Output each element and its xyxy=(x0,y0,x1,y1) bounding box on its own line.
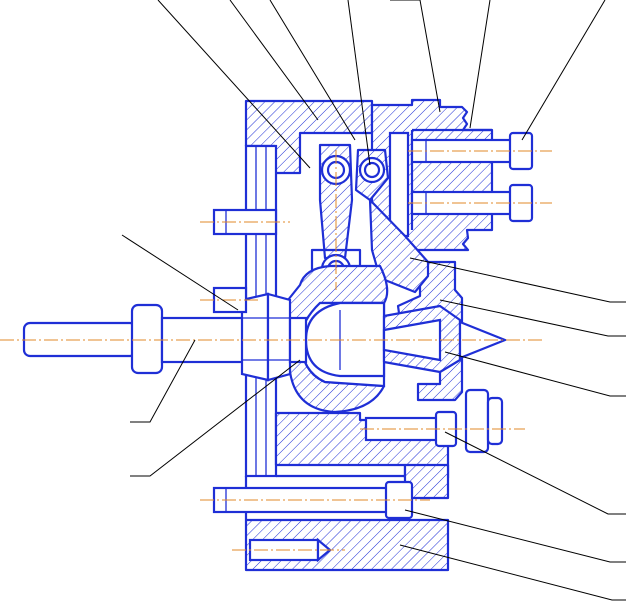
clamp-jaw xyxy=(368,198,430,294)
screw-right-side xyxy=(364,388,504,454)
cone-center xyxy=(382,304,508,374)
leader-lines xyxy=(121,0,626,601)
centre-lines xyxy=(0,150,552,551)
adjusting-rod xyxy=(22,292,308,382)
pivot-link xyxy=(354,148,390,202)
